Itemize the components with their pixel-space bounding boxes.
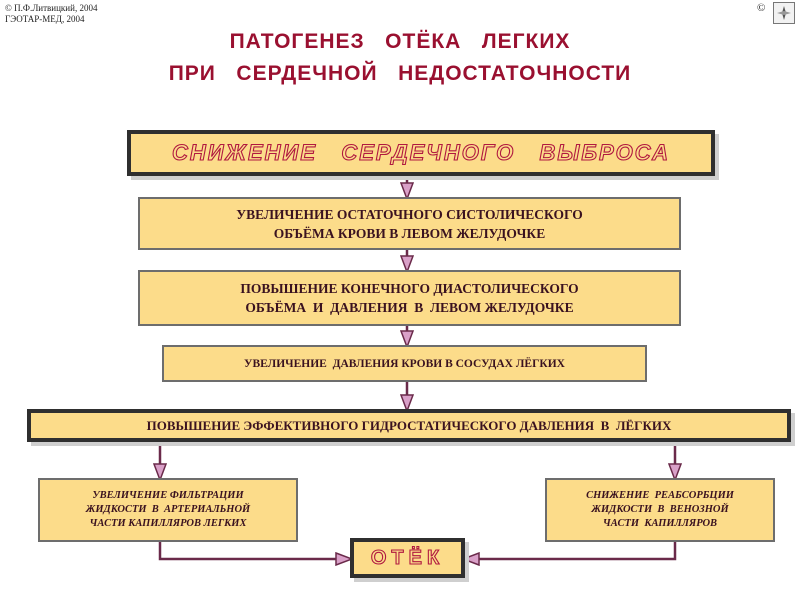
arrow-reabsorption-to-edema	[465, 542, 677, 559]
box-reabsorption-decrease-label: СНИЖЕНИЕ РЕАБСОРБЦИИ ЖИДКОСТИ В ВЕНОЗНОЙ…	[586, 490, 734, 529]
box-end-diastolic-volume: ПОВЫШЕНИЕ КОНЕЧНОГО ДИАСТОЛИЧЕСКОГО ОБЪЁ…	[138, 270, 681, 326]
copyright-text: © П.Ф.Литвицкий, 2004 ГЭОТАР-МЕД, 2004	[5, 3, 97, 25]
box-reabsorption-decrease: СНИЖЕНИЕ РЕАБСОРБЦИИ ЖИДКОСТИ В ВЕНОЗНОЙ…	[545, 478, 775, 542]
title-line-2: ПРИ СЕРДЕЧНОЙ НЕДОСТАТОЧНОСТИ	[168, 62, 632, 85]
box-edema: ОТЁК	[350, 538, 465, 578]
copyright-symbol: ©	[757, 2, 766, 14]
box-cardiac-output-decrease: СНИЖЕНИЕ СЕРДЕЧНОГО ВЫБРОСА	[127, 130, 715, 176]
navigation-button[interactable]	[773, 2, 795, 24]
copyright-line-2: ГЭОТАР-МЕД, 2004	[5, 14, 85, 24]
box-filtration-increase-label: УВЕЛИЧЕНИЕ ФИЛЬТРАЦИИ ЖИДКОСТИ В АРТЕРИА…	[85, 490, 251, 529]
box-hydrostatic-pressure: ПОВЫШЕНИЕ ЭФФЕКТИВНОГО ГИДРОСТАТИЧЕСКОГО…	[27, 409, 791, 442]
box-end-diastolic-volume-label: ПОВЫШЕНИЕ КОНЕЧНОГО ДИАСТОЛИЧЕСКОГО ОБЪЁ…	[240, 281, 579, 315]
box-residual-systolic-volume-label: УВЕЛИЧЕНИЕ ОСТАТОЧНОГО СИСТОЛИЧЕСКОГО ОБ…	[236, 206, 583, 241]
navigation-compass-icon	[777, 6, 791, 20]
box-filtration-increase: УВЕЛИЧЕНИЕ ФИЛЬТРАЦИИ ЖИДКОСТИ В АРТЕРИА…	[38, 478, 298, 542]
box-cardiac-output-label: СНИЖЕНИЕ СЕРДЕЧНОГО ВЫБРОСА	[171, 139, 671, 165]
box-lung-vessel-pressure: УВЕЛИЧЕНИЕ ДАВЛЕНИЯ КРОВИ В СОСУДАХ ЛЁГК…	[162, 345, 647, 382]
box-edema-label: ОТЁК	[370, 546, 445, 569]
box-hydrostatic-pressure-label: ПОВЫШЕНИЕ ЭФФЕКТИВНОГО ГИДРОСТАТИЧЕСКОГО…	[146, 417, 672, 433]
arrow-filtration-to-edema	[158, 542, 350, 559]
box-residual-systolic-volume: УВЕЛИЧЕНИЕ ОСТАТОЧНОГО СИСТОЛИЧЕСКОГО ОБ…	[138, 197, 681, 250]
copyright-line-1: © П.Ф.Литвицкий, 2004	[5, 3, 98, 13]
box-lung-vessel-pressure-label: УВЕЛИЧЕНИЕ ДАВЛЕНИЯ КРОВИ В СОСУДАХ ЛЁГК…	[244, 357, 565, 370]
title-line-1: ПАТОГЕНЕЗ ОТЁКА ЛЕГКИХ	[229, 30, 571, 53]
